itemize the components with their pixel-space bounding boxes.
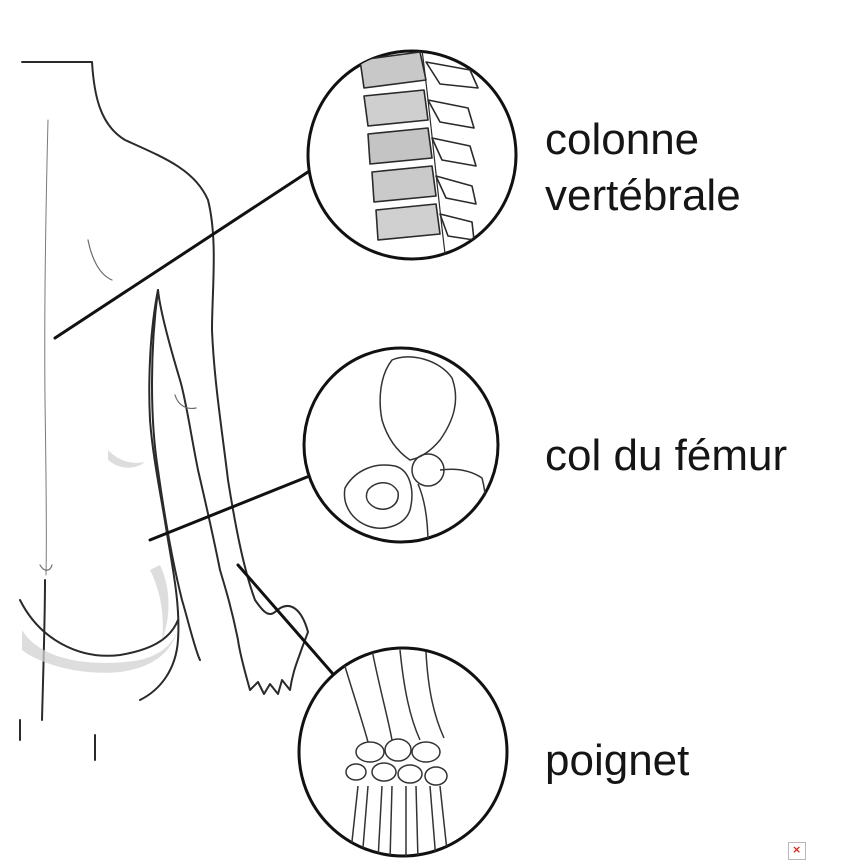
arm-inner-edge — [152, 290, 200, 660]
body-figure — [20, 62, 308, 760]
callout-wrist — [299, 648, 507, 860]
hip-shade — [150, 565, 169, 640]
leg-line — [20, 720, 95, 760]
broken-image-icon: × — [788, 842, 806, 860]
label-hip: col du fémur — [545, 428, 787, 484]
label-wrist: poignet — [545, 733, 689, 789]
body-shading — [22, 450, 178, 673]
label-spine-line1: colonne — [545, 112, 741, 168]
spine-groove — [45, 120, 48, 575]
callout-spine — [308, 50, 516, 262]
waist-shade — [108, 450, 145, 468]
callout-hip — [304, 348, 498, 545]
label-spine-line2: vertébrale — [545, 168, 741, 224]
callout-circle-hip — [304, 348, 498, 542]
label-spine: colonne vertébrale — [545, 112, 741, 224]
pointer-line-spine — [55, 168, 314, 338]
scapula-mark — [88, 240, 112, 280]
pointer-lines — [55, 168, 333, 674]
buttock-shade — [22, 630, 178, 673]
pointer-line-wrist — [238, 565, 333, 674]
